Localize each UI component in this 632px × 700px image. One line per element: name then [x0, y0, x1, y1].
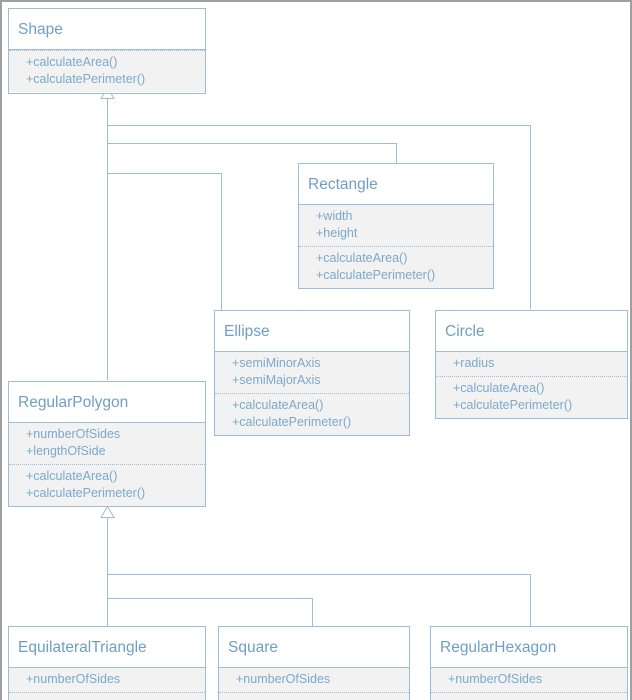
class-box-square[interactable]: Square +numberOfSides [218, 626, 410, 700]
class-member: +calculateArea() [232, 398, 324, 412]
connector-regularpolygon-trunk [107, 517, 108, 626]
class-member: +calculatePerimeter() [453, 398, 573, 412]
connector-drop-rectangle [396, 143, 397, 163]
class-body-equilateraltriangle: +numberOfSides [9, 668, 205, 700]
class-member: +calculatePerimeter() [26, 486, 146, 500]
class-attributes-ellipse: +semiMinorAxis +semiMajorAxis [215, 352, 409, 393]
connector-drop-circle [530, 125, 531, 309]
class-methods-regularhexagon [431, 692, 627, 700]
class-member: +height [316, 226, 358, 240]
class-body-square: +numberOfSides [219, 668, 409, 700]
class-body-shape: +calculateArea() +calculatePerimeter() [9, 50, 205, 92]
class-body-ellipse: +semiMinorAxis +semiMajorAxis +calculate… [215, 352, 409, 435]
class-body-circle: +radius +calculateArea() +calculatePerim… [436, 352, 627, 418]
class-box-rectangle[interactable]: Rectangle +width +height +calculateArea(… [298, 163, 494, 289]
class-member: +numberOfSides [26, 672, 121, 686]
class-methods-regularpolygon: +calculateArea() +calculatePerimeter() [9, 464, 205, 506]
class-name-equilateraltriangle: EquilateralTriangle [9, 627, 205, 668]
class-member: +width [316, 209, 353, 223]
connector-branch-ellipse [107, 173, 222, 174]
class-attributes-square: +numberOfSides [219, 668, 409, 692]
class-name-circle: Circle [436, 311, 627, 352]
class-name-square: Square [219, 627, 409, 668]
class-box-ellipse[interactable]: Ellipse +semiMinorAxis +semiMajorAxis +c… [214, 310, 410, 436]
class-body-rectangle: +width +height +calculateArea() +calcula… [299, 205, 493, 288]
class-body-regularhexagon: +numberOfSides [431, 668, 627, 700]
class-attributes-regularpolygon: +numberOfSides +lengthOfSide [9, 423, 205, 464]
class-box-shape[interactable]: Shape +calculateArea() +calculatePerimet… [8, 8, 206, 94]
connector-drop-square [312, 598, 313, 626]
class-member: +semiMajorAxis [232, 373, 321, 387]
class-methods-ellipse: +calculateArea() +calculatePerimeter() [215, 393, 409, 435]
class-methods-shape: +calculateArea() +calculatePerimeter() [9, 50, 205, 92]
connector-branch-circle [107, 125, 531, 126]
class-member: +calculatePerimeter() [232, 415, 352, 429]
class-name-regularhexagon: RegularHexagon [431, 627, 627, 668]
class-member: +lengthOfSide [26, 444, 106, 458]
class-name-rectangle: Rectangle [299, 164, 493, 205]
connector-shape-trunk [107, 98, 108, 380]
class-name-ellipse: Ellipse [215, 311, 409, 352]
class-member: +numberOfSides [236, 672, 331, 686]
class-methods-square [219, 692, 409, 700]
class-member: +calculateArea() [26, 55, 118, 69]
connector-branch-rectangle [107, 143, 397, 144]
class-name-shape: Shape [9, 9, 205, 50]
class-box-equilateraltriangle[interactable]: EquilateralTriangle +numberOfSides [8, 626, 206, 700]
connector-branch-regularhexagon [107, 574, 531, 575]
class-methods-equilateraltriangle [9, 692, 205, 700]
connector-branch-square [107, 598, 313, 599]
class-member: +numberOfSides [448, 672, 543, 686]
class-attributes-circle: +radius [436, 352, 627, 376]
class-member: +calculatePerimeter() [26, 72, 146, 86]
class-box-circle[interactable]: Circle +radius +calculateArea() +calcula… [435, 310, 628, 419]
class-methods-rectangle: +calculateArea() +calculatePerimeter() [299, 246, 493, 288]
class-body-regularpolygon: +numberOfSides +lengthOfSide +calculateA… [9, 423, 205, 506]
class-attributes-rectangle: +width +height [299, 205, 493, 246]
class-member: +calculatePerimeter() [316, 268, 436, 282]
class-attributes-regularhexagon: +numberOfSides [431, 668, 627, 692]
class-member: +calculateArea() [26, 469, 118, 483]
class-member: +semiMinorAxis [232, 356, 321, 370]
class-attributes-equilateraltriangle: +numberOfSides [9, 668, 205, 692]
class-member: +radius [453, 356, 495, 370]
class-member: +calculateArea() [453, 381, 545, 395]
class-box-regularhexagon[interactable]: RegularHexagon +numberOfSides [430, 626, 628, 700]
class-member: +numberOfSides [26, 427, 121, 441]
class-methods-circle: +calculateArea() +calculatePerimeter() [436, 376, 627, 418]
class-name-regularpolygon: RegularPolygon [9, 382, 205, 423]
class-member: +calculateArea() [316, 251, 408, 265]
class-box-regularpolygon[interactable]: RegularPolygon +numberOfSides +lengthOfS… [8, 381, 206, 507]
connector-drop-ellipse [221, 173, 222, 310]
connector-drop-regularhexagon [530, 574, 531, 626]
